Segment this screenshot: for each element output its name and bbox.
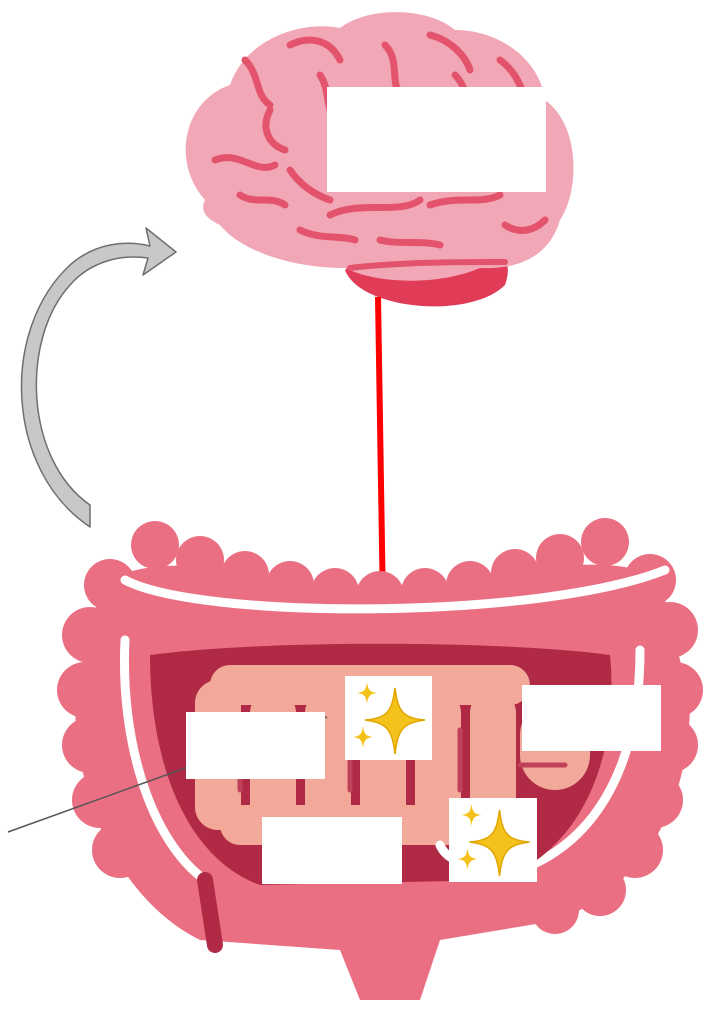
curved-arrow-icon <box>21 228 176 527</box>
intestine-bottom-label-box[interactable] <box>262 817 402 884</box>
connector-line <box>378 297 383 608</box>
brain-label-box[interactable] <box>327 87 546 192</box>
intestine-left-label-box[interactable] <box>186 712 325 779</box>
intestine-right-label-box[interactable] <box>522 685 661 751</box>
sparkles-icon-glyph <box>449 798 537 882</box>
sparkles-icon <box>345 676 432 760</box>
sparkles-icon-glyph <box>345 676 432 760</box>
sparkles-icon <box>449 798 537 882</box>
